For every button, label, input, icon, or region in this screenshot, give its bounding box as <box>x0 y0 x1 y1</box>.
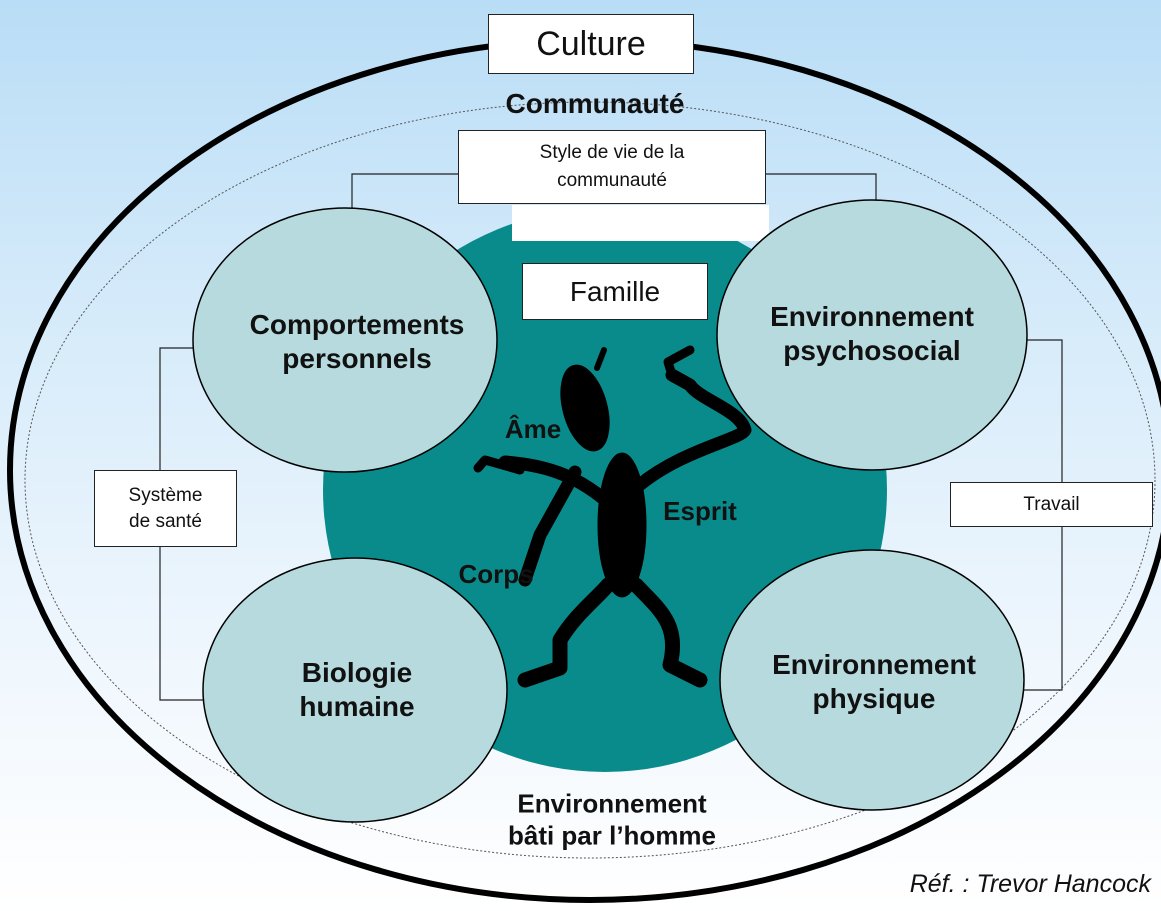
systeme-sante-box: Système de santé <box>94 470 237 547</box>
connector-lifestyle <box>351 173 458 215</box>
env-bati-label: Environnement bâti par l’homme <box>507 788 717 850</box>
human-figure-icon <box>473 345 752 688</box>
community-ellipse <box>24 101 1156 859</box>
communaute-label: Communauté <box>505 87 685 119</box>
reference-text: Réf. : Trevor Hancock <box>909 870 1151 898</box>
comportements-label: Comportements personnels <box>249 308 465 374</box>
lifestyle-box: Style de vie de la communauté <box>458 130 766 204</box>
comportements-circle <box>192 207 498 473</box>
physique-circle <box>719 549 1025 811</box>
famille-box: Famille <box>522 263 708 320</box>
white-notch <box>512 205 769 241</box>
esprit-label: Esprit <box>663 496 737 527</box>
biologie-circle <box>202 557 508 823</box>
ame-label: Âme <box>504 414 562 445</box>
travail-box: Travail <box>950 482 1153 527</box>
corps-label: Corps <box>458 559 534 590</box>
culture-box: Culture <box>488 14 694 74</box>
physique-label: Environnement physique <box>772 648 976 714</box>
psychosocial-circle <box>716 199 1028 471</box>
psychosocial-label: Environnement psychosocial <box>770 300 974 366</box>
biologie-label: Biologie humaine <box>299 656 415 722</box>
